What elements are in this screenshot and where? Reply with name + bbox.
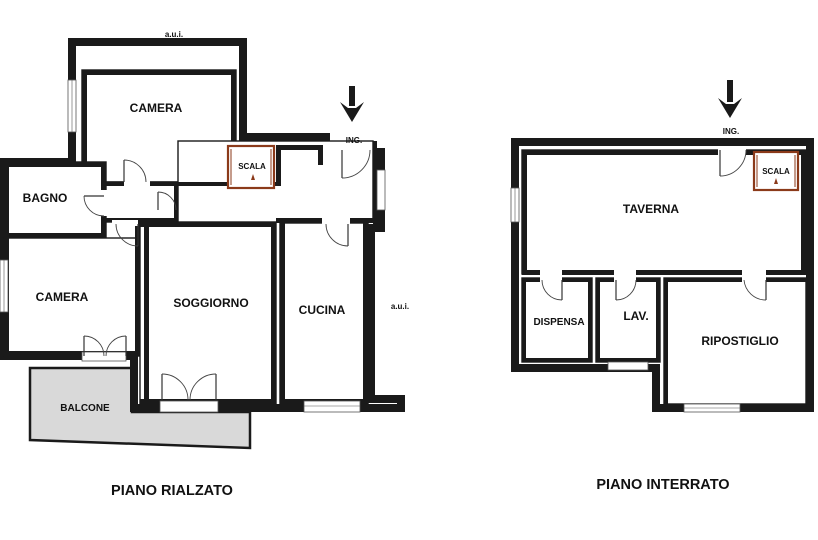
cucina-label: CUCINA: [299, 303, 346, 317]
entrance-label: ING.: [723, 127, 739, 136]
window-icon: [159, 400, 219, 413]
window-icon: [376, 169, 386, 211]
camera-left-room: [3, 237, 141, 357]
scala-label: SCALA: [762, 167, 790, 176]
door-icon: [112, 220, 139, 247]
ground-floor-title: PIANO RIALZATO: [111, 483, 233, 499]
soggiorno-label: SOGGIORNO: [173, 296, 248, 310]
dispensa-room: [521, 277, 593, 363]
door-icon: [340, 146, 371, 179]
window-icon: [303, 400, 361, 413]
door-icon: [123, 159, 150, 186]
ripostiglio-room: [663, 277, 807, 405]
bagno-label: BAGNO: [23, 191, 68, 205]
camera-left-label: CAMERA: [36, 290, 89, 304]
ground-floor-plan: CAMERA BAGNO CAMERA SOGGIORNO CUCINA BAL…: [0, 30, 409, 499]
scala-label: SCALA: [238, 162, 266, 171]
down-arrow-icon: [340, 86, 364, 122]
ingresso-room: [177, 140, 374, 223]
soggiorno-room: [139, 221, 277, 405]
down-arrow-icon: [718, 80, 742, 118]
door-icon: [83, 190, 107, 217]
stair-icon: [251, 174, 255, 180]
door-icon: [161, 373, 217, 401]
dispensa-label: DISPENSA: [533, 317, 584, 328]
window-icon: [607, 361, 649, 371]
entrance-label: ING.: [346, 136, 362, 145]
door-icon: [742, 270, 767, 301]
stair-icon: [774, 178, 778, 184]
basement-title: PIANO INTERRATO: [596, 477, 729, 493]
door-icon: [718, 146, 747, 177]
lav-label: LAV.: [623, 309, 648, 323]
door-icon: [322, 218, 350, 247]
balcone-label: BALCONE: [60, 403, 110, 414]
aui-right-label: a.u.i.: [391, 302, 409, 311]
door-icon: [540, 270, 563, 301]
door-icon: [614, 270, 637, 301]
scala-stair: [226, 144, 276, 190]
basement-plan: TAVERNA SCALA DISPENSA LAV. RIPOSTIGLIO …: [510, 80, 814, 493]
door-icon: [157, 186, 177, 211]
door-icon: [83, 335, 127, 357]
ripostiglio-label: RIPOSTIGLIO: [701, 334, 778, 348]
taverna-label: TAVERNA: [623, 202, 680, 216]
aui-top-label: a.u.i.: [165, 30, 183, 39]
camera-top-label: CAMERA: [130, 101, 183, 115]
cucina-room: [279, 222, 369, 405]
